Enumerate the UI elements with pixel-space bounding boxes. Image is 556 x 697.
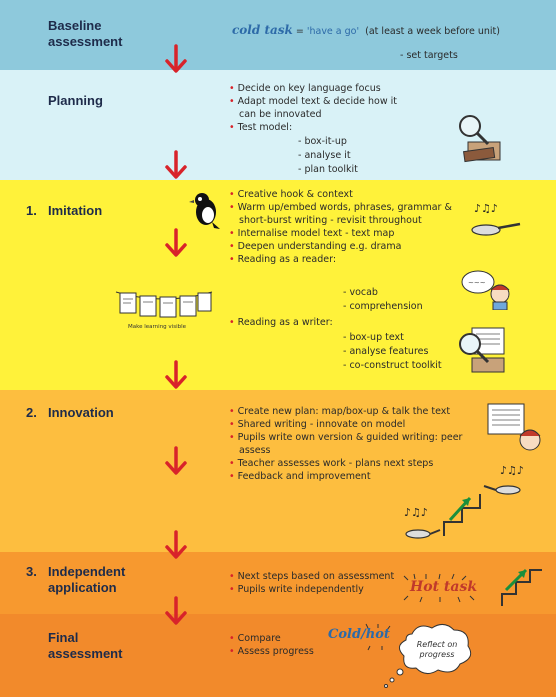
band-independent bbox=[0, 552, 556, 614]
innovation-notes: • Create new plan: map/box-up & talk the… bbox=[229, 406, 463, 482]
stage-title-final: Final assessment bbox=[48, 630, 123, 661]
svg-text:♪♫♪: ♪♫♪ bbox=[500, 464, 524, 477]
planning-sub-3: - plan toolkit bbox=[298, 164, 358, 175]
down-arrow-icon bbox=[164, 228, 188, 258]
svg-text:♪♫♪: ♪♫♪ bbox=[474, 202, 498, 215]
planning-notes: • Decide on key language focus • Adapt m… bbox=[229, 83, 398, 133]
stage-title-innovation: 2.Innovation bbox=[26, 405, 114, 420]
band-baseline bbox=[0, 0, 556, 70]
cold-hot-label: Cold/hot bbox=[326, 622, 396, 652]
cold-task-label: cold task bbox=[232, 23, 293, 37]
washing-line-caption: Make learning visible bbox=[128, 324, 187, 330]
planning-sub-2: - analyse it bbox=[298, 150, 351, 161]
imitation-writer: • Reading as a writer: bbox=[229, 317, 333, 328]
band-innovation bbox=[0, 390, 556, 552]
down-arrow-icon bbox=[164, 596, 188, 626]
svg-text:♪♫♪: ♪♫♪ bbox=[404, 506, 428, 519]
magpie-icon bbox=[188, 190, 224, 230]
planning-sub-1: - box-it-up bbox=[298, 136, 347, 147]
thought-cloud-icon: Reflect on progress bbox=[382, 620, 478, 690]
imitation-writer-3: - co-construct toolkit bbox=[343, 360, 442, 371]
washing-line-icon: Make learning visible bbox=[114, 284, 214, 338]
svg-text:~~~: ~~~ bbox=[468, 279, 486, 287]
magnifier-icon bbox=[456, 112, 504, 166]
imitation-notes: • Creative hook & context • Warm up/embe… bbox=[229, 189, 452, 265]
thinking-child-icon: ~~~ bbox=[458, 268, 514, 311]
hot-task-label: Hot task bbox=[400, 572, 480, 604]
down-arrow-icon bbox=[164, 530, 188, 560]
stage-title-baseline: Baseline assessment bbox=[48, 18, 123, 49]
baseline-notes: cold task = 'have a go' (at least a week… bbox=[232, 23, 500, 38]
imitation-reader-1: - vocab bbox=[343, 287, 378, 298]
baseline-targets: - set targets bbox=[400, 50, 458, 61]
final-notes: • Compare • Assess progress bbox=[229, 633, 314, 657]
staircase-icon: ♪♫♪ ♪♫♪ bbox=[404, 458, 534, 548]
stage-title-planning: Planning bbox=[48, 93, 103, 108]
stage-title-independent: 3.Independent application bbox=[26, 564, 126, 595]
frying-pan-icon: ♪♫♪ bbox=[468, 200, 526, 240]
staircase-icon bbox=[496, 560, 546, 610]
thinking-child-icon bbox=[486, 402, 546, 458]
down-arrow-icon bbox=[164, 44, 188, 74]
stage-title-imitation: 1.Imitation bbox=[26, 203, 103, 218]
down-arrow-icon bbox=[164, 150, 188, 180]
independent-notes: • Next steps based on assessment • Pupil… bbox=[229, 571, 395, 595]
down-arrow-icon bbox=[164, 360, 188, 390]
imitation-writer-2: - analyse features bbox=[343, 346, 429, 357]
imitation-reader-2: - comprehension bbox=[343, 301, 423, 312]
down-arrow-icon bbox=[164, 446, 188, 476]
magnifier-icon bbox=[458, 322, 508, 378]
imitation-writer-1: - box-up text bbox=[343, 332, 404, 343]
